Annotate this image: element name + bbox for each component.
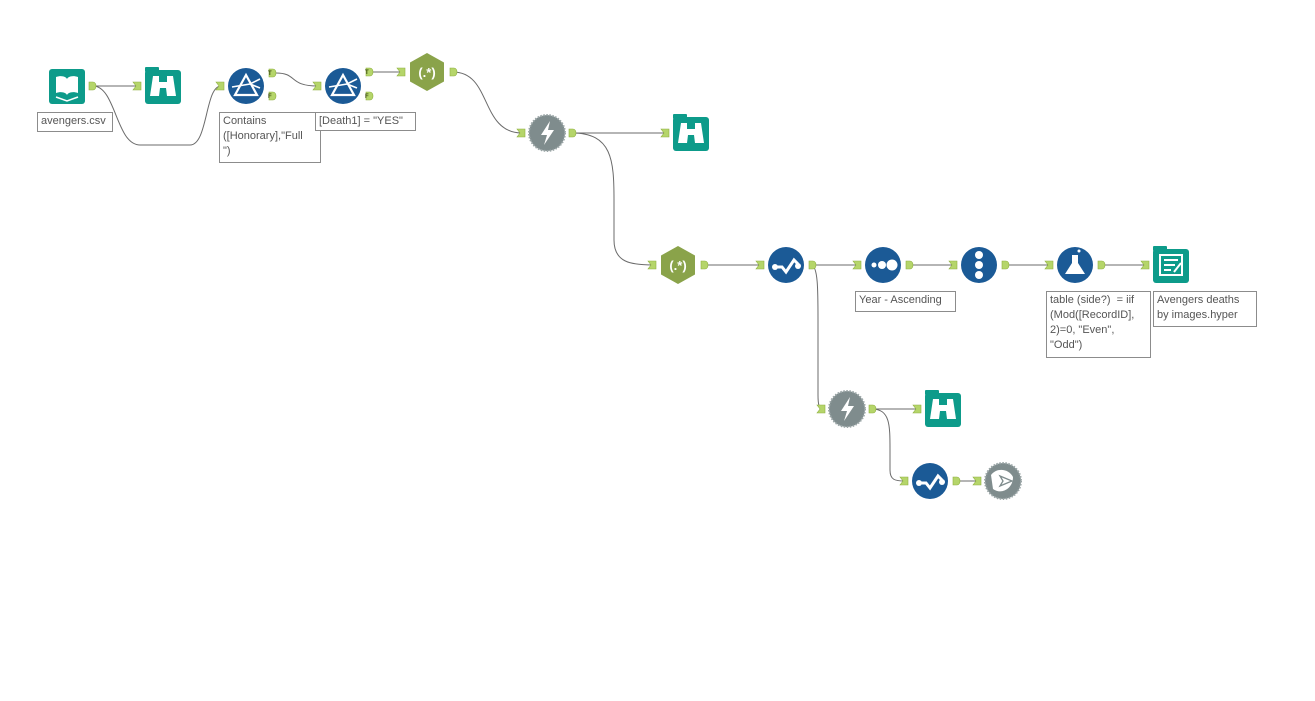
connection[interactable] [275, 72, 319, 87]
regex-tool[interactable]: (.*) [396, 53, 458, 91]
connection[interactable] [571, 132, 654, 266]
false-anchor-label: F [365, 94, 369, 100]
lightning-icon [829, 391, 865, 427]
filter-tool[interactable]: T F [312, 66, 374, 106]
select-tool[interactable] [899, 461, 961, 501]
regex-tool[interactable]: (.*) [647, 246, 709, 284]
browse-tool[interactable] [912, 390, 961, 427]
browse-tool[interactable] [132, 67, 181, 104]
connection[interactable] [871, 408, 906, 482]
document-edit-icon [1159, 254, 1183, 276]
checkmark-icon [910, 461, 950, 501]
numbered-list-icon [975, 251, 983, 279]
binoculars-icon [673, 114, 709, 151]
filter-icon [323, 66, 363, 106]
filter-icon [226, 66, 266, 106]
input-data-tool[interactable] [49, 69, 97, 104]
annotation-filter-2: [Death1] = "YES" [315, 112, 416, 131]
dots-icon [871, 259, 898, 271]
select-tool[interactable] [755, 245, 817, 285]
block-until-done-tool[interactable] [516, 115, 577, 151]
block-until-done-tool[interactable] [816, 391, 877, 427]
regex-glyph: (.*) [418, 65, 435, 80]
connection[interactable] [452, 71, 523, 134]
connections [92, 71, 1146, 482]
annotation-input: avengers.csv [37, 112, 113, 132]
connection[interactable] [92, 85, 222, 146]
formula-tool[interactable] [1044, 247, 1106, 283]
binoculars-icon [145, 67, 181, 104]
annotation-sort: Year - Ascending [855, 291, 956, 312]
annotation-output: Avengers deaths by images.hyper [1153, 291, 1257, 327]
sort-tool[interactable] [852, 247, 914, 283]
annotation-filter-1: Contains ([Honorary],"Full ") [219, 112, 321, 163]
flask-icon [1065, 255, 1085, 274]
browse-tool[interactable] [660, 114, 709, 151]
regex-glyph: (.*) [669, 258, 686, 273]
filter-tool[interactable]: T F [215, 66, 277, 106]
annotation-formula: table (side?) = iif (Mod([RecordID], 2)=… [1046, 291, 1151, 358]
record-id-tool[interactable] [948, 247, 1010, 283]
false-anchor-label: F [268, 94, 272, 100]
lightning-icon [529, 115, 565, 151]
macro-output-tool[interactable] [972, 462, 1022, 500]
true-anchor-label: T [365, 70, 369, 76]
connection[interactable] [810, 264, 823, 410]
binoculars-icon [925, 390, 961, 427]
send-icon [991, 469, 1014, 492]
true-anchor-label: T [268, 71, 272, 77]
checkmark-icon [766, 245, 806, 285]
output-data-tool[interactable] [1140, 246, 1189, 283]
